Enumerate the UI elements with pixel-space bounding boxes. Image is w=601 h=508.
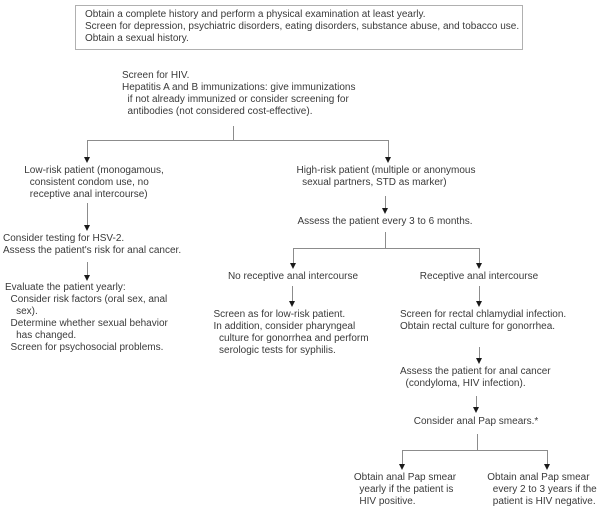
connector-rectal-analcancer — [479, 347, 480, 358]
connector-split-intercourse — [293, 248, 480, 249]
connector-stem-hiv — [233, 126, 234, 140]
annual-exam-box: Obtain a complete history and perform a … — [75, 5, 523, 50]
connector-receptive-rectal — [479, 286, 480, 301]
arrow-down-icon — [382, 208, 388, 214]
connector-to-no-receptive — [293, 248, 294, 263]
node-anal-pap-smears: Consider anal Pap smears.* — [413, 416, 539, 427]
connector-split-risk — [87, 140, 389, 141]
arrow-down-icon — [84, 157, 90, 163]
node-anal-cancer-assessment: Assess the patient for anal cancer (cond… — [400, 366, 551, 389]
arrow-down-icon — [399, 464, 405, 470]
connector-highrisk-assess — [385, 196, 386, 208]
arrow-down-icon — [84, 225, 90, 231]
arrow-down-icon — [290, 263, 296, 269]
node-pap-2-3-years-hiv-negative: Obtain anal Pap smear every 2 to 3 years… — [487, 472, 597, 507]
node-receptive: Receptive anal intercourse — [419, 271, 539, 282]
node-annual-exam: Obtain a complete history and perform a … — [85, 9, 520, 44]
connector-split-pap — [402, 450, 548, 451]
arrow-down-icon — [544, 464, 550, 470]
arrow-down-icon — [385, 157, 391, 163]
connector-noreceptive-screen — [292, 286, 293, 301]
arrow-down-icon — [289, 301, 295, 307]
connector-stem-assess — [385, 232, 386, 248]
connector-lowrisk-hsv2 — [87, 203, 88, 225]
connector-stem-pap — [477, 434, 478, 450]
node-yearly-evaluation: Evaluate the patient yearly: Consider ri… — [5, 282, 168, 353]
connector-to-pap-2-3 — [547, 450, 548, 464]
connector-to-pap-yearly — [402, 450, 403, 464]
node-pap-yearly-hiv-positive: Obtain anal Pap smear yearly if the pati… — [353, 472, 457, 507]
node-no-receptive: No receptive anal intercourse — [227, 271, 359, 282]
node-rectal-screening: Screen for rectal chlamydial infection. … — [400, 309, 567, 332]
connector-hsv2-evaluate — [87, 262, 88, 275]
arrow-down-icon — [473, 407, 479, 413]
node-hsv2-testing: Consider testing for HSV-2. Assess the p… — [3, 233, 182, 256]
node-low-risk-patient: Low-risk patient (monogamous, consistent… — [24, 165, 164, 200]
arrow-down-icon — [476, 358, 482, 364]
arrow-down-icon — [476, 301, 482, 307]
arrow-down-icon — [476, 263, 482, 269]
arrow-down-icon — [84, 275, 90, 281]
connector-to-high-risk — [388, 140, 389, 157]
connector-to-low-risk — [87, 140, 88, 157]
node-assess-3-6-months: Assess the patient every 3 to 6 months. — [297, 216, 473, 227]
node-screen-hiv: Screen for HIV. Hepatitis A and B immuni… — [122, 70, 356, 117]
node-high-risk-patient: High-risk patient (multiple or anonymous… — [296, 165, 476, 188]
connector-analcancer-pap — [476, 396, 477, 407]
connector-to-receptive — [479, 248, 480, 263]
node-screen-as-low-risk: Screen as for low-risk patient. In addit… — [213, 309, 369, 356]
